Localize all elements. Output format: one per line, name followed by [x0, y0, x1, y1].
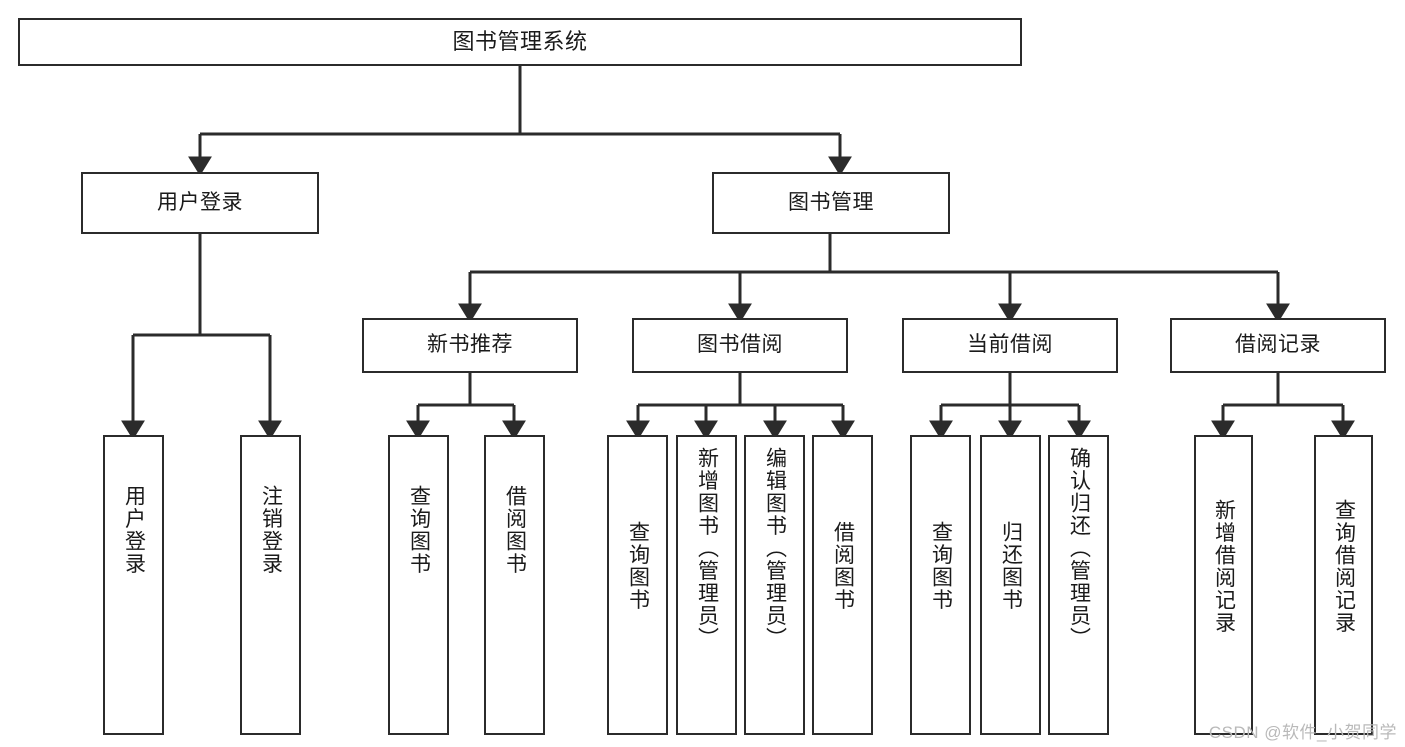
leaf-borrow-add-book[interactable]: 新增图书（管理员）: [676, 435, 737, 735]
node-user-login[interactable]: 用户登录: [81, 172, 319, 234]
leaf-current-return-book[interactable]: 归还图书: [980, 435, 1041, 735]
leaf-current-query-book[interactable]: 查询图书: [910, 435, 971, 735]
leaf-user-login-login[interactable]: 用户登录: [103, 435, 164, 735]
node-new-book-recommend-label: 新书推荐: [427, 333, 513, 357]
node-user-login-label: 用户登录: [157, 190, 243, 214]
node-root[interactable]: 图书管理系统: [18, 18, 1022, 66]
leaf-new-book-query[interactable]: 查询图书: [388, 435, 449, 735]
node-current-borrow-label: 当前借阅: [967, 333, 1053, 357]
node-borrow-record[interactable]: 借阅记录: [1170, 318, 1386, 373]
leaf-current-query-book-label: 查询图书: [929, 521, 953, 611]
leaf-new-book-borrow[interactable]: 借阅图书: [484, 435, 545, 735]
leaf-borrow-borrow-book-label: 借阅图书: [831, 521, 855, 611]
leaf-record-query[interactable]: 查询借阅记录: [1314, 435, 1373, 735]
node-root-label: 图书管理系统: [452, 29, 588, 55]
node-book-borrow-label: 图书借阅: [697, 333, 783, 357]
leaf-user-login-logout-label: 注销登录: [259, 485, 283, 575]
node-new-book-recommend[interactable]: 新书推荐: [362, 318, 578, 373]
leaf-borrow-add-book-label: 新增图书（管理员）: [695, 447, 719, 650]
node-borrow-record-label: 借阅记录: [1235, 333, 1321, 357]
leaf-borrow-query-book[interactable]: 查询图书: [607, 435, 668, 735]
node-book-management-label: 图书管理: [788, 190, 874, 214]
leaf-new-book-borrow-label: 借阅图书: [503, 485, 527, 575]
leaf-current-return-book-label: 归还图书: [999, 521, 1023, 611]
node-book-management[interactable]: 图书管理: [712, 172, 950, 234]
leaf-user-login-logout[interactable]: 注销登录: [240, 435, 301, 735]
leaf-borrow-edit-book[interactable]: 编辑图书（管理员）: [744, 435, 805, 735]
leaf-borrow-borrow-book[interactable]: 借阅图书: [812, 435, 873, 735]
leaf-borrow-edit-book-label: 编辑图书（管理员）: [763, 447, 787, 650]
leaf-current-confirm-return-label: 确认归还（管理员）: [1067, 447, 1091, 650]
leaf-new-book-query-label: 查询图书: [407, 485, 431, 575]
watermark: CSDN @软件_小贺同学: [1208, 723, 1397, 742]
node-book-borrow[interactable]: 图书借阅: [632, 318, 848, 373]
leaf-record-query-label: 查询借阅记录: [1332, 499, 1356, 634]
leaf-current-confirm-return[interactable]: 确认归还（管理员）: [1048, 435, 1109, 735]
node-current-borrow[interactable]: 当前借阅: [902, 318, 1118, 373]
leaf-record-add[interactable]: 新增借阅记录: [1194, 435, 1253, 735]
leaf-record-add-label: 新增借阅记录: [1212, 499, 1236, 634]
leaf-borrow-query-book-label: 查询图书: [626, 521, 650, 611]
leaf-user-login-login-label: 用户登录: [122, 485, 146, 575]
